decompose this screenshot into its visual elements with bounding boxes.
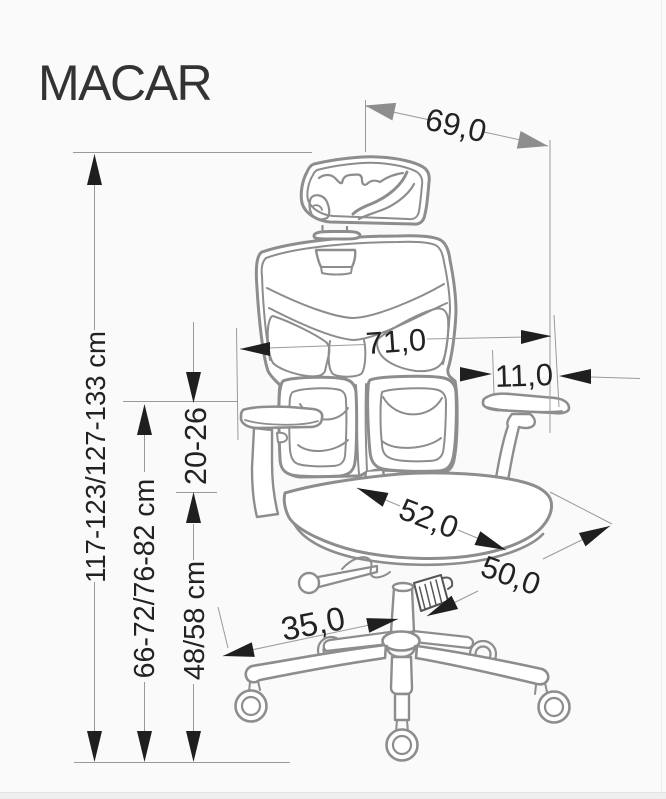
svg-text:20-26: 20-26	[179, 407, 213, 485]
svg-text:48/58 cm: 48/58 cm	[179, 561, 211, 680]
svg-text:66-72/76-82 cm: 66-72/76-82 cm	[129, 479, 161, 679]
svg-text:MACAR: MACAR	[38, 55, 211, 111]
svg-text:11,0: 11,0	[494, 357, 553, 394]
svg-text:117-123/127-133 cm: 117-123/127-133 cm	[80, 331, 111, 583]
svg-text:71,0: 71,0	[365, 322, 428, 361]
